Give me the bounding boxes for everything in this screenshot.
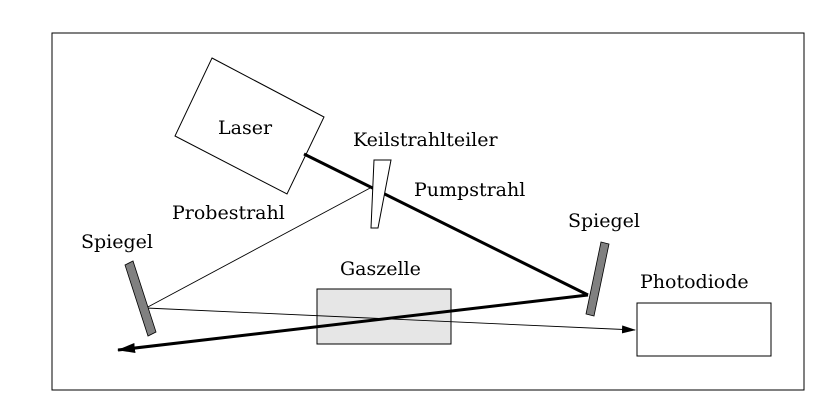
gas-cell-label: Gaszelle <box>340 258 421 280</box>
mirror-right-label: Spiegel <box>568 210 640 232</box>
laser-box <box>174 57 325 195</box>
laser-label: Laser <box>218 117 273 139</box>
pump-beam <box>303 152 589 297</box>
probe-beam-label: Probestrahl <box>172 202 285 224</box>
mirror-left <box>124 260 157 337</box>
wedge-beam-splitter <box>370 159 392 229</box>
diagram-frame <box>51 32 805 391</box>
photodiode-label: Photodiode <box>640 271 749 293</box>
pump-beam-return <box>117 293 589 353</box>
photodiode-box <box>636 302 772 357</box>
mirror-right <box>585 241 610 317</box>
probe-beam-to-mirror <box>145 186 373 309</box>
pump-beam-label: Pumpstrahl <box>414 179 525 201</box>
beam-splitter-label: Keilstrahlteiler <box>353 129 498 151</box>
mirror-left-label: Spiegel <box>81 231 153 253</box>
